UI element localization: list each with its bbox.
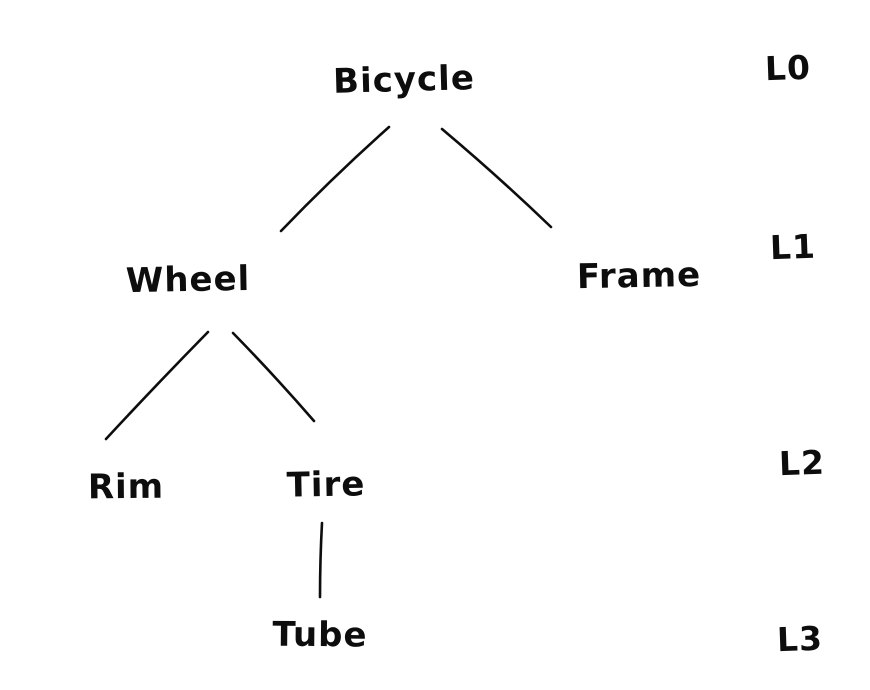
edge-wheel-rim	[104, 330, 210, 441]
edge-tire-tube	[318, 521, 324, 599]
node-tube: Tube	[272, 614, 368, 656]
edge-wheel-tire	[231, 331, 316, 423]
level-label-l2: L2	[778, 442, 826, 484]
node-tire: Tire	[286, 464, 366, 506]
node-bicycle: Bicycle	[332, 58, 476, 102]
level-label-l3: L3	[776, 618, 824, 660]
level-label-l1: L1	[769, 226, 817, 268]
node-wheel: Wheel	[125, 258, 251, 302]
node-frame: Frame	[576, 254, 702, 298]
level-label-l0: L0	[764, 47, 812, 89]
node-rim: Rim	[87, 466, 165, 508]
edge-bicycle-wheel	[279, 125, 391, 233]
edge-bicycle-frame	[440, 127, 553, 229]
